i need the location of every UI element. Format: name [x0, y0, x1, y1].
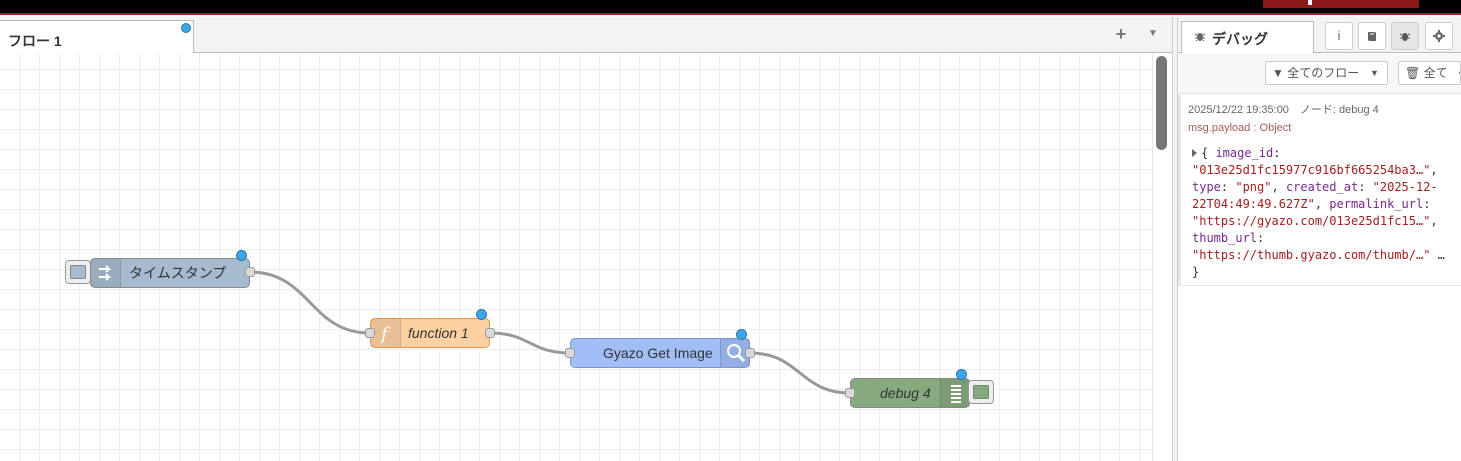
payload-string: "https://gyazo.com/013e25d1fc15…": [1192, 214, 1431, 228]
sidebar-separator[interactable]: [1172, 17, 1178, 461]
input-port[interactable]: [565, 348, 575, 358]
bug-icon[interactable]: [1391, 22, 1419, 50]
node-debug[interactable]: debug 4: [850, 378, 970, 408]
svg-text:f: f: [379, 324, 391, 345]
payload-punct: :: [1423, 197, 1431, 211]
message-topic: msg.payload : Object: [1188, 122, 1292, 134]
workspace-tabbar: フロー 1 + ▼: [0, 17, 1172, 54]
flow-list-button[interactable]: ▼: [1148, 28, 1158, 39]
clear-label: 全て: [1423, 66, 1448, 80]
node-function[interactable]: f function 1: [370, 318, 490, 348]
payload-punct: …: [1430, 248, 1445, 262]
output-port[interactable]: [485, 328, 495, 338]
filter-icon: ▼: [1272, 66, 1284, 80]
bug-icon: [1194, 30, 1206, 45]
payload-line: { image_id:: [1192, 145, 1445, 162]
payload-key: image_id: [1215, 146, 1274, 160]
payload-punct: ,: [1271, 180, 1286, 194]
arrow-right-icon: [91, 259, 121, 287]
payload-line: "013e25d1fc15977c916bf665254ba3…",: [1192, 162, 1445, 179]
node-label: function 1: [408, 325, 469, 341]
payload-punct: {: [1201, 146, 1216, 160]
input-port[interactable]: [365, 328, 375, 338]
payload-key: type: [1192, 180, 1221, 194]
payload-string: "2025-12-: [1372, 180, 1438, 194]
book-icon[interactable]: [1358, 22, 1386, 50]
payload-key: created_at: [1285, 180, 1359, 194]
tab-flow-1[interactable]: フロー 1: [0, 20, 194, 54]
payload-punct: }: [1192, 265, 1200, 279]
payload-line: thumb_url:: [1192, 230, 1445, 247]
sidebar-tab-label: デバッグ: [1212, 31, 1268, 47]
payload-punct: :: [1273, 146, 1281, 160]
list-icon: [940, 379, 970, 407]
payload-string: "png": [1235, 180, 1272, 194]
node-gyazo-get-image[interactable]: Gyazo Get Image: [570, 338, 750, 368]
trash-icon: 🗑: [1405, 66, 1421, 80]
payload-punct: :: [1220, 180, 1236, 194]
node-changed-dot: [736, 329, 747, 340]
payload-line: 22T04:49:49.627Z", permalink_url:: [1192, 196, 1445, 213]
node-changed-dot: [236, 250, 247, 261]
payload-punct: ,: [1314, 197, 1330, 211]
add-flow-button[interactable]: +: [1115, 24, 1127, 44]
payload-string: 22T04:49:49.627Z": [1192, 197, 1315, 211]
output-port[interactable]: [245, 267, 255, 277]
tab-debug[interactable]: デバッグ: [1181, 21, 1314, 54]
filter-label: 全てのフロー: [1287, 66, 1360, 80]
debug-message[interactable]: [1178, 95, 1461, 286]
chevron-down-icon: ▼: [1370, 68, 1379, 78]
input-port[interactable]: [845, 388, 855, 398]
payload-key: permalink_url: [1329, 197, 1424, 211]
canvas-scrollbar-thumb[interactable]: [1156, 56, 1167, 150]
tab-label: フロー 1: [8, 33, 62, 49]
info-icon[interactable]: i: [1325, 22, 1353, 50]
flow-canvas[interactable]: [0, 53, 1172, 461]
gear-icon[interactable]: [1425, 22, 1453, 50]
payload-string: "https://thumb.gyazo.com/thumb/…": [1192, 248, 1431, 262]
header-bar: [0, 0, 1461, 15]
message-meta: 2025/12/22 19:35:00 ノード: debug 4: [1188, 104, 1379, 116]
clear-select[interactable]: 🗑 全て ▼: [1398, 61, 1461, 85]
message-payload: { image_id:"013e25d1fc15977c916bf665254b…: [1192, 145, 1445, 281]
deploy-button[interactable]: [1263, 0, 1419, 8]
expand-triangle-icon[interactable]: [1192, 149, 1197, 157]
chevron-down-icon: ▼: [1457, 69, 1460, 79]
payload-line: "https://thumb.gyazo.com/thumb/…" …: [1192, 247, 1445, 264]
node-label: Gyazo Get Image: [603, 345, 713, 361]
payload-punct: ,: [1430, 214, 1438, 228]
debug-toggle-button[interactable]: [968, 380, 994, 404]
node-inject[interactable]: タイムスタンプ: [90, 258, 250, 288]
node-changed-dot: [476, 309, 487, 320]
canvas-scrollbar-track[interactable]: [1152, 53, 1172, 461]
tab-changed-dot: [181, 23, 191, 33]
payload-punct: :: [1257, 231, 1265, 245]
search-icon: [720, 339, 750, 367]
payload-line: }: [1192, 264, 1445, 281]
node-label: タイムスタンプ: [129, 265, 227, 281]
payload-key: thumb_url: [1192, 231, 1258, 245]
function-icon: f: [371, 319, 401, 347]
payload-punct: :: [1358, 180, 1373, 194]
node-label: debug 4: [880, 385, 931, 401]
inject-trigger-button[interactable]: [65, 260, 91, 284]
payload-punct: ,: [1430, 163, 1438, 177]
payload-string: "013e25d1fc15977c916bf665254ba3…": [1192, 163, 1431, 177]
filter-select[interactable]: ▼ 全てのフロー ▼: [1265, 61, 1388, 85]
payload-line: "https://gyazo.com/013e25d1fc15…",: [1192, 213, 1445, 230]
payload-line: type: "png", created_at: "2025-12-: [1192, 179, 1445, 196]
node-changed-dot: [956, 369, 967, 380]
output-port[interactable]: [745, 348, 755, 358]
